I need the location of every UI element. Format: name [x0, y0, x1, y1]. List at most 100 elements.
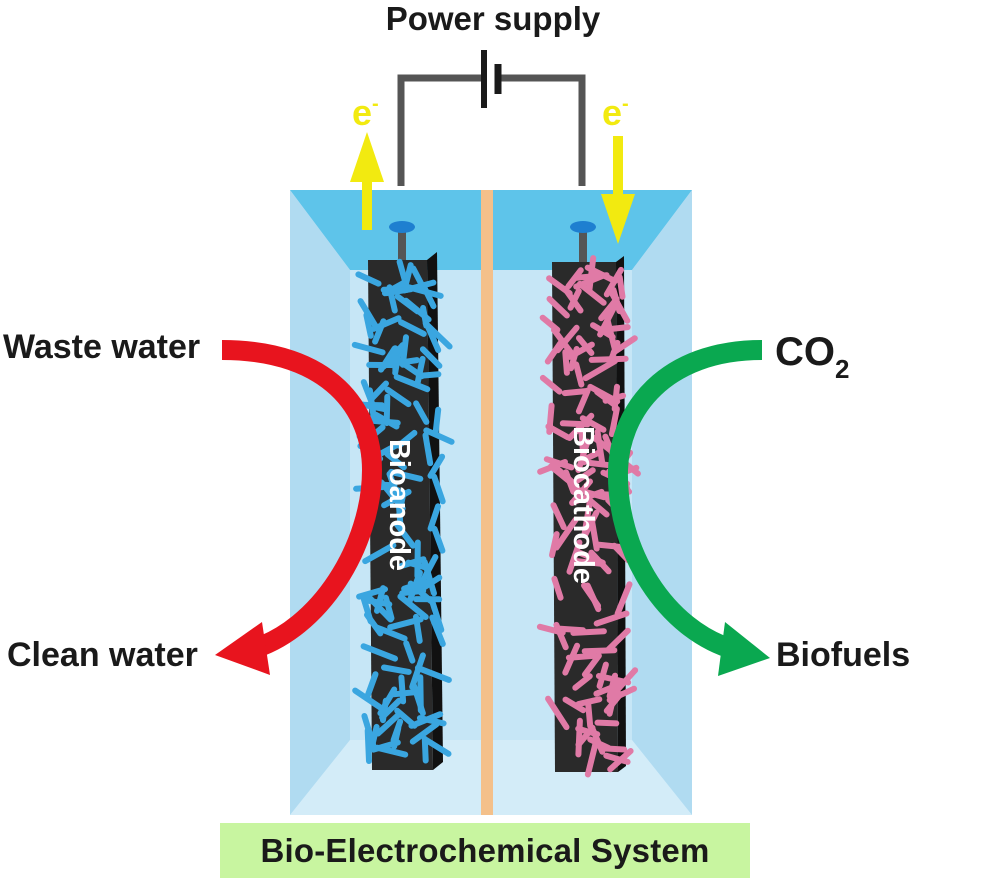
cathode-microbe: [589, 725, 606, 755]
anode-microbe: [427, 453, 446, 479]
anode-microbe: [429, 614, 446, 647]
anode-microbe: [390, 689, 419, 698]
system-title: Bio-Electrochemical System: [260, 831, 710, 869]
cathode-microbe: [576, 280, 607, 306]
anode-microbe: [429, 599, 445, 633]
electron-arrow-left: [350, 132, 384, 230]
cathode-microbe: [569, 488, 605, 506]
anode-microbe: [402, 262, 414, 291]
co2-arrow: [607, 340, 770, 676]
anode-microbe: [369, 723, 380, 748]
cathode-microbe: [602, 392, 627, 404]
waste-water-arrow: [215, 340, 383, 675]
biocathode-electrode: Biocathode: [536, 255, 641, 778]
anode-microbe: [373, 624, 408, 642]
cathode-microbe: [561, 388, 589, 397]
power-supply-circuit: [397, 74, 586, 186]
biocathode-label: Biocathode: [567, 426, 599, 584]
cathode-microbe: [581, 652, 602, 678]
power-supply-label: Power supply: [386, 0, 601, 37]
anode-microbe: [398, 674, 407, 705]
cathode-microbe: [594, 428, 606, 467]
cathode-microbe: [545, 423, 571, 441]
anode-microbe: [374, 744, 409, 758]
anode-microbe: [391, 725, 402, 750]
cathode-microbe: [576, 335, 595, 356]
electron-label-right: e-: [602, 92, 629, 133]
cathode-microbe: [575, 387, 591, 415]
bioanode-electrode: Bioanode: [351, 252, 455, 770]
anode-microbe: [422, 320, 453, 350]
anode-microbe: [432, 406, 442, 437]
battery-icon: [481, 50, 502, 108]
anode-microbe: [384, 451, 407, 471]
cathode-microbe: [614, 581, 633, 617]
cathode-microbe: [563, 469, 577, 495]
anode-microbe: [393, 520, 416, 549]
cathode-microbe: [573, 558, 604, 567]
anode-microbe: [422, 432, 434, 467]
cathode-microbe: [570, 628, 607, 636]
electron-label-left: e-: [352, 92, 379, 133]
anode-microbe: [409, 652, 426, 690]
cathode-microbe: [584, 738, 599, 778]
cathode-microbe: [546, 275, 573, 297]
cathode-microbe: [588, 355, 629, 363]
cathode-microbe: [562, 696, 587, 714]
anode-microbes: [351, 258, 455, 764]
anode-microbe: [363, 671, 379, 701]
cathode-microbe: [612, 667, 639, 695]
tank-left-wall: [290, 190, 350, 815]
cathode-microbe: [573, 361, 585, 388]
anode-microbe: [416, 554, 439, 590]
cathode-microbe: [616, 274, 626, 300]
cathode-microbe: [608, 288, 631, 324]
clean-water-label: Clean water: [7, 636, 198, 674]
cathode-microbe: [603, 752, 631, 765]
cathode-microbe: [562, 642, 581, 676]
cathode-microbe: [608, 405, 620, 438]
anode-microbe: [362, 542, 397, 565]
anode-microbe: [355, 271, 382, 287]
cathode-microbe: [600, 745, 628, 753]
anode-microbe: [380, 697, 389, 724]
anode-microbe: [381, 488, 412, 509]
cathode-connector: [570, 221, 596, 263]
anode-microbe: [374, 585, 387, 614]
anode-microbe: [409, 721, 440, 745]
anode-microbe: [394, 293, 421, 315]
anode-microbe: [423, 737, 452, 757]
anode-microbe: [431, 473, 446, 505]
anode-microbe: [397, 593, 429, 620]
anode-microbe: [414, 664, 452, 683]
cathode-microbe: [567, 288, 582, 311]
anode-microbe: [431, 525, 446, 554]
anode-microbe: [369, 380, 389, 401]
cathode-microbe: [605, 627, 631, 653]
cathode-microbe: [582, 509, 600, 538]
cathode-microbe: [539, 374, 563, 395]
anode-microbe: [410, 680, 426, 717]
cathode-microbe: [573, 273, 606, 290]
cathode-microbe: [572, 673, 593, 691]
anode-microbe: [396, 258, 408, 284]
anode-microbe: [421, 559, 437, 597]
cathode-microbe: [578, 429, 587, 466]
anode-microbe: [393, 374, 431, 393]
anode-microbe: [405, 284, 444, 299]
tank-right-wall: [632, 190, 692, 815]
biofuels-label: Biofuels: [776, 636, 910, 674]
membrane: [481, 190, 493, 815]
cathode-microbe: [586, 497, 610, 518]
cathode-microbe: [582, 358, 618, 382]
cathode-microbe: [539, 314, 561, 333]
anode-microbe: [413, 400, 430, 425]
cathode-microbe: [585, 699, 594, 729]
anode-microbe: [375, 712, 401, 737]
cathode-microbe: [597, 301, 619, 338]
co2-label: CO2: [775, 330, 849, 384]
anode-microbe: [387, 616, 424, 631]
cathode-microbe: [588, 549, 612, 575]
cathode-microbes: [536, 255, 641, 778]
